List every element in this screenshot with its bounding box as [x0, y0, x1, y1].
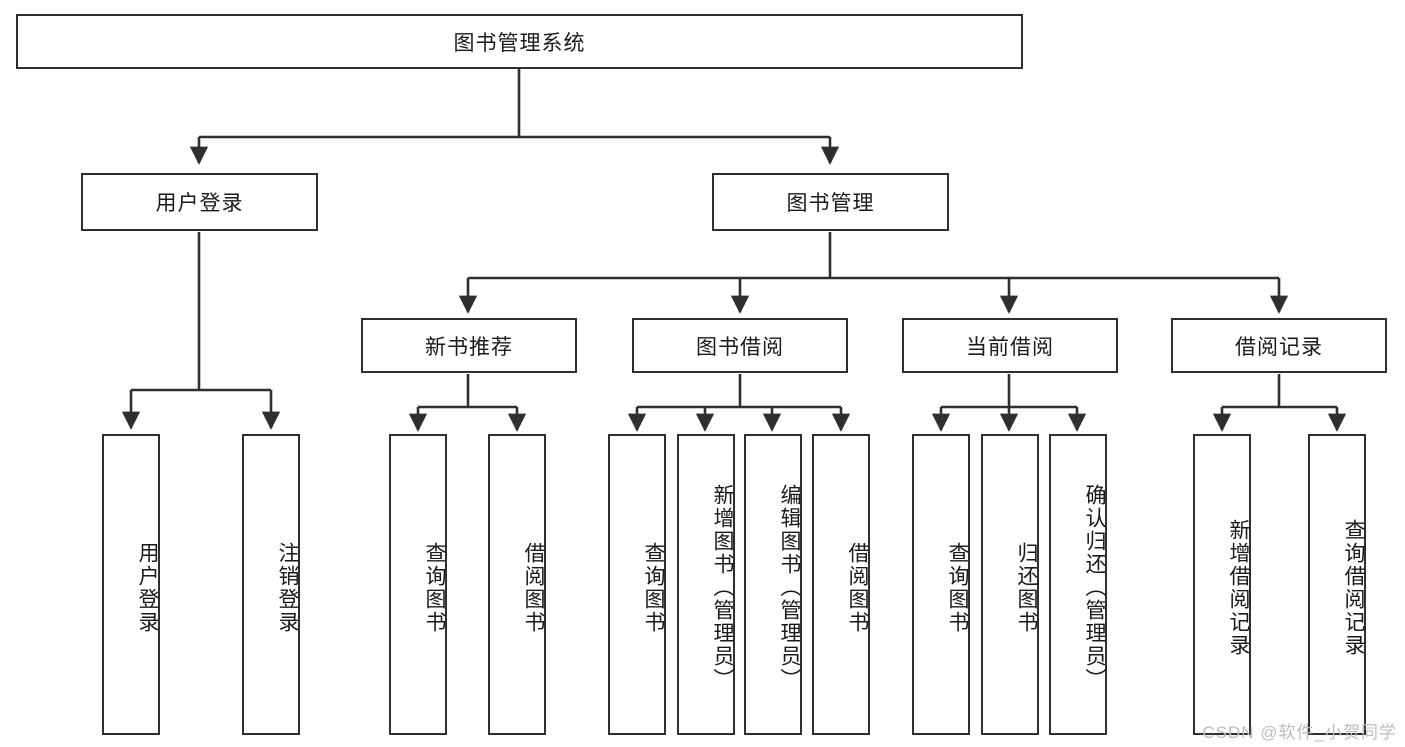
node-leaf-borrow-book-1-label: 借阅图书 — [522, 541, 545, 634]
node-leaf-borrow-book-1[interactable]: 借阅图书 — [488, 434, 546, 735]
node-root-label: 图书管理系统 — [453, 31, 586, 55]
node-leaf-add-book[interactable]: 新增图书（管理员） — [677, 434, 735, 735]
node-leaf-query-record-label: 查询借阅记录 — [1342, 518, 1365, 657]
node-user-login[interactable]: 用户登录 — [81, 173, 318, 231]
node-leaf-add-record-label: 新增借阅记录 — [1227, 518, 1250, 657]
node-leaf-confirm-return[interactable]: 确认归还（管理员） — [1049, 434, 1107, 735]
node-leaf-user-login[interactable]: 用户登录 — [102, 434, 160, 735]
node-leaf-add-book-label: 新增图书（管理员） — [711, 484, 734, 691]
node-leaf-return-book[interactable]: 归还图书 — [981, 434, 1039, 735]
node-current-borrow[interactable]: 当前借阅 — [902, 318, 1118, 373]
node-leaf-query-book-3[interactable]: 查询图书 — [912, 434, 970, 735]
node-borrow-record[interactable]: 借阅记录 — [1171, 318, 1387, 373]
node-user-login-label: 用户登录 — [155, 192, 244, 215]
node-leaf-add-record[interactable]: 新增借阅记录 — [1193, 434, 1251, 735]
node-leaf-query-book-2-label: 查询图书 — [642, 541, 665, 634]
node-leaf-query-book-1-label: 查询图书 — [423, 541, 446, 634]
node-new-book-recommend[interactable]: 新书推荐 — [361, 318, 577, 373]
node-root[interactable]: 图书管理系统 — [16, 14, 1023, 69]
node-book-borrow-label: 图书借阅 — [696, 335, 784, 359]
node-leaf-logout[interactable]: 注销登录 — [242, 434, 300, 735]
node-borrow-record-label: 借阅记录 — [1235, 335, 1323, 359]
node-leaf-borrow-book-2[interactable]: 借阅图书 — [812, 434, 870, 735]
node-leaf-user-login-label: 用户登录 — [136, 541, 159, 634]
node-leaf-query-book-3-label: 查询图书 — [946, 541, 969, 634]
node-leaf-edit-book[interactable]: 编辑图书（管理员） — [744, 434, 802, 735]
node-leaf-query-record[interactable]: 查询借阅记录 — [1308, 434, 1366, 735]
node-book-manage-label: 图书管理 — [786, 192, 875, 215]
watermark: CSDN @软件_小贺同学 — [1202, 723, 1397, 742]
node-book-borrow[interactable]: 图书借阅 — [632, 318, 848, 373]
node-leaf-logout-label: 注销登录 — [276, 541, 299, 634]
node-current-borrow-label: 当前借阅 — [966, 335, 1054, 359]
node-leaf-borrow-book-2-label: 借阅图书 — [846, 541, 869, 634]
node-leaf-return-book-label: 归还图书 — [1015, 541, 1038, 634]
node-leaf-edit-book-label: 编辑图书（管理员） — [778, 484, 801, 691]
node-leaf-confirm-return-label: 确认归还（管理员） — [1083, 484, 1106, 691]
node-new-book-recommend-label: 新书推荐 — [425, 335, 513, 359]
node-leaf-query-book-1[interactable]: 查询图书 — [389, 434, 447, 735]
node-leaf-query-book-2[interactable]: 查询图书 — [608, 434, 666, 735]
node-book-manage[interactable]: 图书管理 — [712, 173, 949, 231]
